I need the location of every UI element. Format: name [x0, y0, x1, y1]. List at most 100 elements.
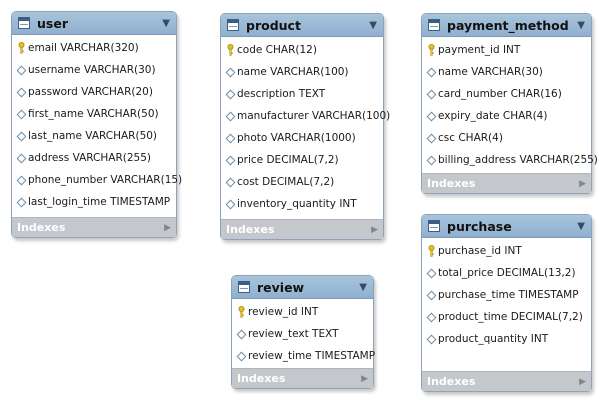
column-diamond-icon: [16, 108, 26, 121]
indexes-label: Indexes: [237, 372, 286, 385]
column-diamond-icon: [16, 86, 26, 99]
collapse-arrow-icon[interactable]: ▼: [577, 220, 585, 232]
collapse-arrow-icon[interactable]: ▼: [162, 17, 170, 29]
column-label: last_login_time TIMESTAMP: [28, 196, 171, 208]
column-row[interactable]: review_id INT: [232, 301, 373, 323]
column-label: address VARCHAR(255): [28, 152, 151, 164]
column-label: total_price DECIMAL(13,2): [438, 267, 576, 279]
column-list: purchase_id INT total_price DECIMAL(13,2)…: [422, 238, 591, 350]
indexes-bar[interactable]: Indexes▶: [422, 173, 591, 193]
table-title: payment_method: [447, 17, 569, 33]
primary-key-icon: [427, 245, 435, 258]
indexes-bar[interactable]: Indexes▶: [12, 217, 176, 237]
table-purchase[interactable]: purchase▼ purchase_id INT total_price DECI…: [421, 214, 592, 392]
column-diamond-icon: [426, 311, 436, 324]
column-diamond-icon: [426, 154, 436, 167]
column-row[interactable]: inventory_quantity INT: [221, 193, 383, 215]
indexes-label: Indexes: [226, 223, 275, 236]
table-product[interactable]: product ▼ code CHAR(12)name VARCHAR(100) de…: [220, 13, 390, 240]
column-row[interactable]: purchase_id INT: [422, 240, 591, 262]
column-row[interactable]: username VARCHAR(30): [12, 59, 176, 81]
column-row[interactable]: price DECIMAL(7,2): [221, 149, 383, 171]
column-row[interactable]: review_text TEXT: [232, 323, 373, 345]
column-row[interactable]: code CHAR(12): [221, 39, 383, 61]
table-user[interactable]: user▼ email VARCHAR(320) username VARCHAR(…: [11, 11, 182, 238]
table-header[interactable]: payment_method ▼: [422, 14, 591, 37]
collapse-arrow-icon[interactable]: ▼: [369, 19, 377, 31]
column-label: product_quantity INT: [438, 333, 549, 345]
column-row[interactable]: last_name VARCHAR(50): [12, 125, 176, 147]
collapse-arrow-icon[interactable]: ▼: [359, 281, 367, 293]
column-label: review_text TEXT: [248, 328, 339, 340]
column-row[interactable]: name VARCHAR(100): [221, 61, 383, 83]
column-row[interactable]: address VARCHAR(255): [12, 147, 176, 169]
column-label: email VARCHAR(320): [28, 42, 139, 54]
column-row[interactable]: expiry_date CHAR(4): [422, 105, 591, 127]
column-row[interactable]: email VARCHAR(320): [12, 37, 176, 59]
column-list: email VARCHAR(320) username VARCHAR(30) pa…: [12, 35, 182, 213]
expand-arrow-icon[interactable]: ▶: [361, 373, 368, 384]
column-diamond-icon: [225, 66, 235, 79]
collapse-arrow-icon[interactable]: ▼: [577, 19, 585, 31]
column-diamond-icon: [426, 267, 436, 280]
table-header[interactable]: purchase▼: [422, 215, 591, 238]
column-label: purchase_id INT: [438, 245, 522, 257]
column-row[interactable]: cost DECIMAL(7,2): [221, 171, 383, 193]
column-label: cost DECIMAL(7,2): [237, 176, 335, 188]
table-title: review: [257, 279, 305, 295]
column-row[interactable]: name VARCHAR(30): [422, 61, 591, 83]
column-label: review_id INT: [248, 306, 319, 318]
primary-key-icon: [226, 44, 234, 57]
column-row[interactable]: phone_number VARCHAR(15): [12, 169, 182, 191]
column-row[interactable]: password VARCHAR(20): [12, 81, 176, 103]
column-row[interactable]: product_quantity INT: [422, 328, 591, 350]
column-row[interactable]: purchase_time TIMESTAMP: [422, 284, 591, 306]
column-diamond-icon: [426, 289, 436, 302]
column-diamond-icon: [426, 132, 436, 145]
primary-key-icon: [237, 306, 245, 319]
column-diamond-icon: [426, 66, 436, 79]
table-header[interactable]: review ▼: [232, 276, 373, 299]
column-label: inventory_quantity INT: [237, 198, 357, 210]
column-label: manufacturer VARCHAR(100): [237, 110, 391, 122]
column-label: description TEXT: [237, 88, 326, 100]
indexes-bar[interactable]: Indexes▶: [422, 371, 591, 391]
primary-key-icon: [17, 42, 25, 55]
table-header[interactable]: user▼: [12, 12, 176, 35]
expand-arrow-icon[interactable]: ▶: [579, 178, 586, 189]
column-row[interactable]: review_time TIMESTAMP: [232, 345, 375, 367]
column-row[interactable]: last_login_time TIMESTAMP: [12, 191, 176, 213]
column-row[interactable]: product_time DECIMAL(7,2): [422, 306, 591, 328]
column-label: first_name VARCHAR(50): [28, 108, 159, 120]
table-title: product: [246, 17, 301, 33]
column-row[interactable]: csc CHAR(4): [422, 127, 591, 149]
column-label: username VARCHAR(30): [28, 64, 156, 76]
column-label: expiry_date CHAR(4): [438, 110, 548, 122]
expand-arrow-icon[interactable]: ▶: [579, 376, 586, 387]
indexes-bar[interactable]: Indexes ▶: [232, 368, 373, 388]
column-diamond-icon: [16, 64, 26, 77]
column-row[interactable]: card_number CHAR(16): [422, 83, 591, 105]
column-label: billing_address VARCHAR(255): [438, 154, 598, 166]
column-row[interactable]: first_name VARCHAR(50): [12, 103, 176, 125]
column-diamond-icon: [426, 110, 436, 123]
column-row[interactable]: total_price DECIMAL(13,2): [422, 262, 591, 284]
column-row[interactable]: description TEXT: [221, 83, 383, 105]
column-row[interactable]: billing_address VARCHAR(255): [422, 149, 598, 171]
column-row[interactable]: photo VARCHAR(1000): [221, 127, 383, 149]
expand-arrow-icon[interactable]: ▶: [164, 222, 171, 233]
column-diamond-icon: [225, 154, 235, 167]
column-row[interactable]: manufacturer VARCHAR(100): [221, 105, 390, 127]
table-review[interactable]: review ▼ review_id INT review_text TEXT revi…: [231, 275, 375, 389]
column-label: csc CHAR(4): [438, 132, 503, 144]
column-label: price DECIMAL(7,2): [237, 154, 339, 166]
expand-arrow-icon[interactable]: ▶: [371, 224, 378, 235]
indexes-bar[interactable]: Indexes ▶: [221, 219, 383, 239]
table-icon: [238, 281, 250, 293]
column-row[interactable]: payment_id INT: [422, 39, 591, 61]
column-label: photo VARCHAR(1000): [237, 132, 356, 144]
table-icon: [18, 17, 30, 29]
table-header[interactable]: product ▼: [221, 14, 383, 37]
